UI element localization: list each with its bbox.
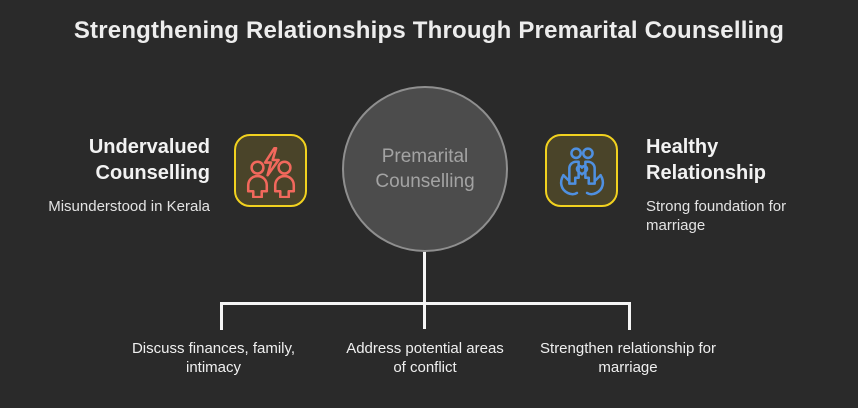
left-icon-box <box>234 134 307 207</box>
page-title: Strengthening Relationships Through Prem… <box>73 17 785 44</box>
connector-horizontal-line <box>220 302 631 305</box>
central-node-circle: Premarital Counselling <box>342 86 508 252</box>
central-node-label: Premarital Counselling <box>375 146 475 192</box>
connector-right-tick <box>628 302 631 330</box>
right-icon-box <box>545 134 618 207</box>
branch-label: Discuss finances, family, intimacy <box>131 340 296 376</box>
branch-label: Strengthen relationship for marriage <box>540 340 716 376</box>
hands-holding-family-icon <box>555 144 609 198</box>
right-node-heading: Healthy Relationship <box>646 136 767 184</box>
left-node-subtitle: Misunderstood in Kerala <box>48 198 210 215</box>
right-node-subtitle: Strong foundation for marriage <box>646 198 787 234</box>
connector-left-tick <box>220 302 223 330</box>
connector-stem-line <box>423 252 426 329</box>
left-node-heading: Undervalued Counselling <box>88 136 210 184</box>
two-people-conflict-icon <box>244 144 298 198</box>
branch-label: Address potential areas of conflict <box>346 340 504 376</box>
